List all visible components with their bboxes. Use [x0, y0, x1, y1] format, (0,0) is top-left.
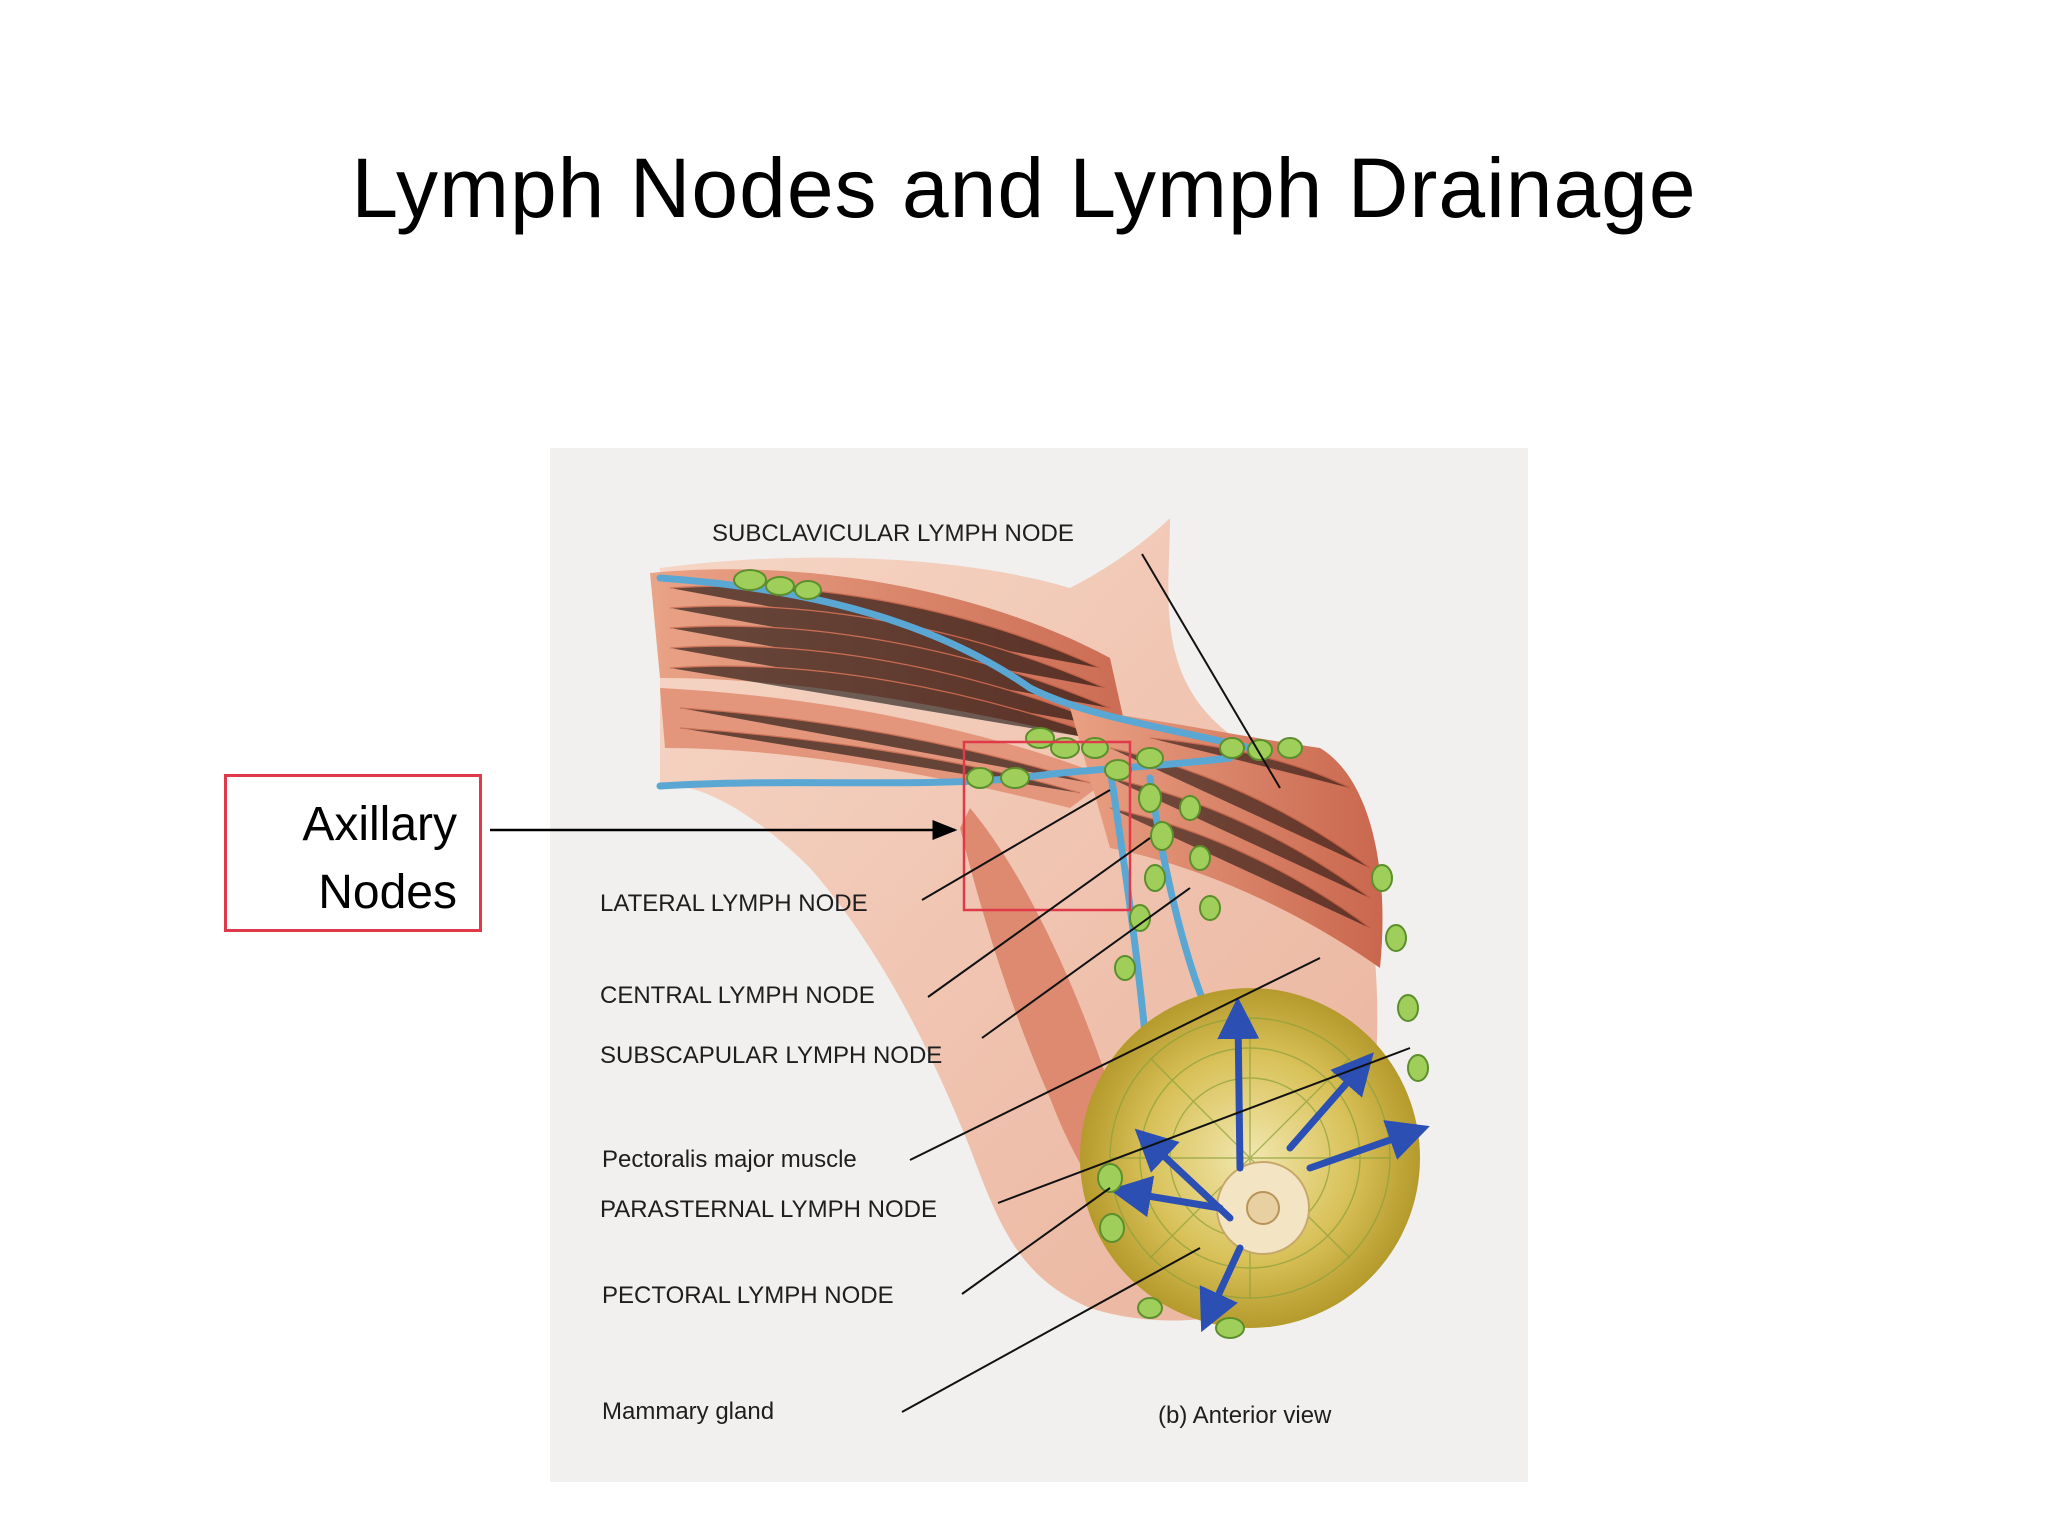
axillary-nodes-callout: Axillary Nodes [224, 774, 482, 932]
drainage-arrows [1109, 997, 1430, 1333]
nipple [1246, 1191, 1280, 1225]
leader-lines [901, 553, 1411, 1413]
callout-line-2: Nodes [318, 866, 457, 919]
axillary-highlight-box [962, 740, 1132, 912]
label-pectoral: PECTORAL LYMPH NODE [602, 1282, 894, 1309]
label-subclavicular: SUBCLAVICULAR LYMPH NODE [712, 520, 1074, 547]
pectoralis-striations [1109, 737, 1371, 929]
label-parasternal: PARASTERNAL LYMPH NODE [600, 1196, 937, 1223]
label-view: (b) Anterior view [1158, 1402, 1332, 1429]
label-lateral: LATERAL LYMPH NODE [600, 890, 868, 917]
label-central: CENTRAL LYMPH NODE [600, 982, 875, 1009]
label-pectoralis: Pectoralis major muscle [602, 1146, 857, 1173]
callout-line-1: Axillary [302, 798, 457, 851]
anatomy-illustration [650, 518, 1430, 1413]
anatomy-figure: SUBCLAVICULAR LYMPH NODE LATERAL LYMPH N… [550, 448, 1528, 1482]
label-mammary: Mammary gland [602, 1398, 775, 1425]
label-subscapular: SUBSCAPULAR LYMPH NODE [600, 1042, 943, 1069]
slide-title: Lymph Nodes and Lymph Drainage [351, 141, 1697, 235]
